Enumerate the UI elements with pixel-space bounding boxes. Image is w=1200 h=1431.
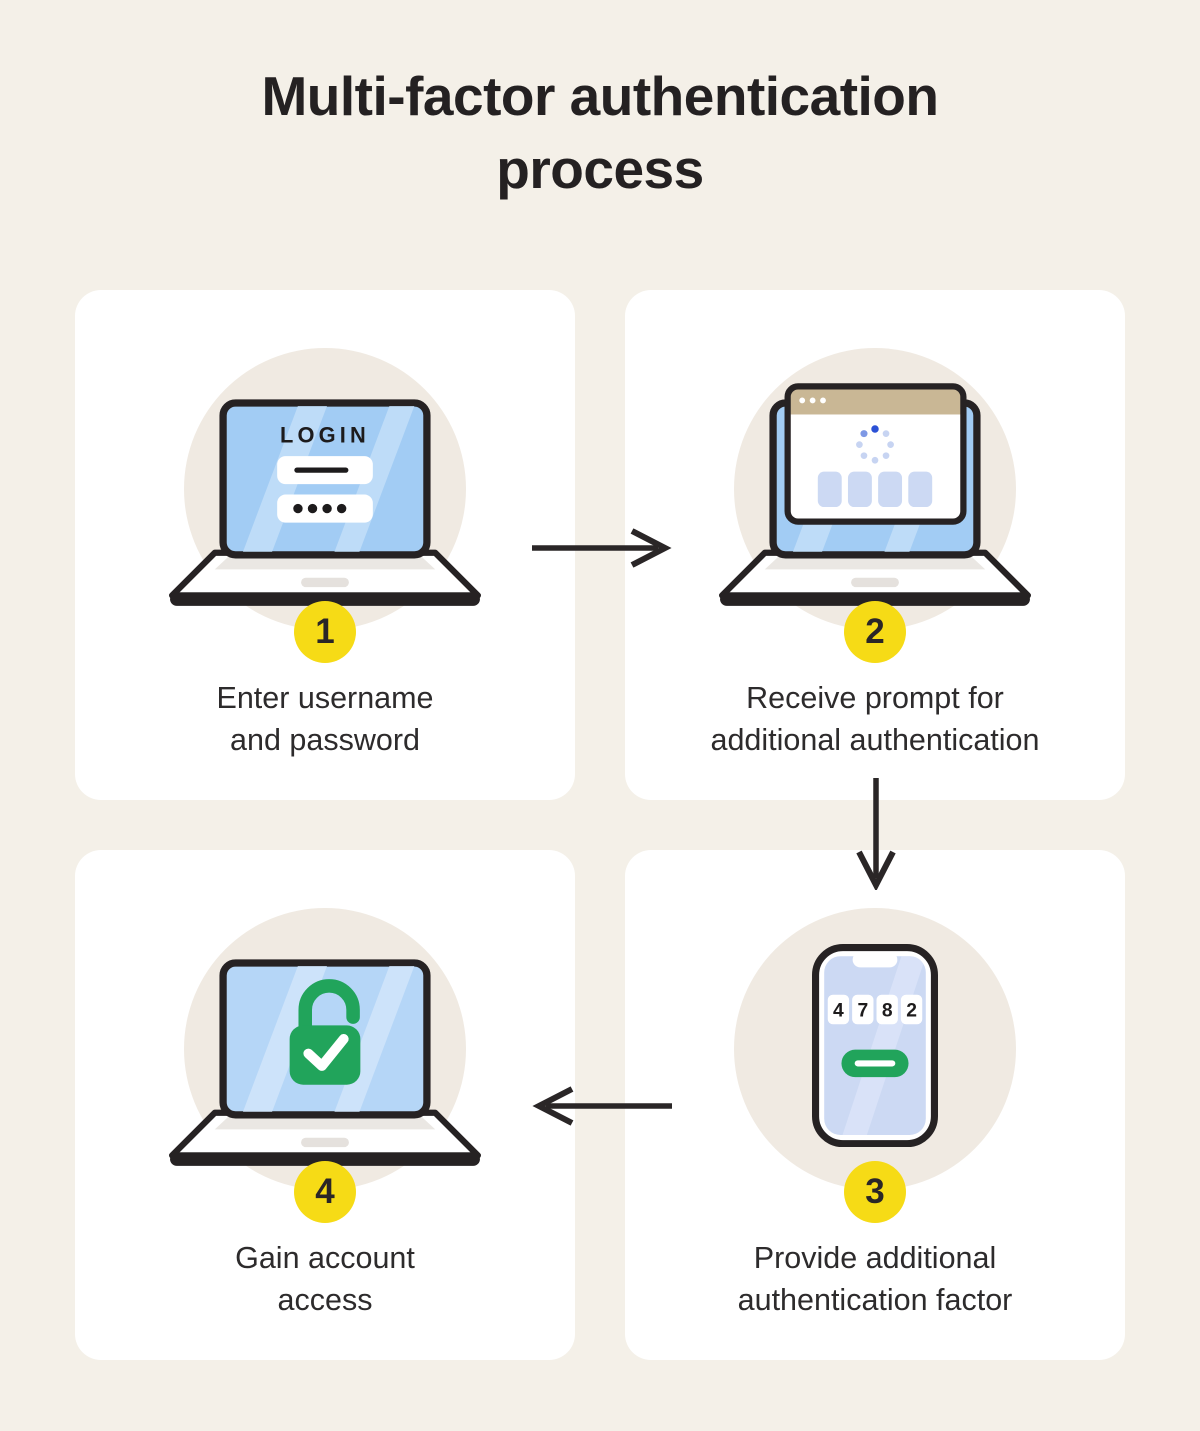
phone-notch (852, 952, 898, 968)
step-card-3: 4 7 8 2 3 Provide additional authenticati… (625, 850, 1125, 1360)
laptop-browser-loading-icon (719, 383, 1031, 606)
arrow-right-icon (532, 528, 672, 568)
step-1-caption: Enter username and password (75, 677, 575, 761)
laptop-base-shadow (214, 555, 436, 570)
step-4-badge: 4 (294, 1161, 356, 1223)
step-card-1: LOGIN 1 Enter username and password (75, 290, 575, 800)
code-digit: 2 (906, 1001, 917, 1022)
code-digit: 4 (833, 1001, 844, 1022)
arrow-down-icon (856, 778, 896, 890)
step-2-caption: Receive prompt for additional authenticat… (625, 677, 1125, 761)
code-digit: 8 (882, 1001, 893, 1022)
step-number: 2 (865, 612, 885, 651)
laptop-login-icon: LOGIN (169, 399, 481, 606)
step-3-caption: Provide additional authentication factor (625, 1237, 1125, 1321)
step-2-badge: 2 (844, 601, 906, 663)
username-field (277, 456, 373, 485)
password-field (277, 494, 373, 523)
caption-line: Gain account (235, 1241, 415, 1275)
caption-line: and password (230, 723, 420, 758)
step-3-badge: 3 (844, 1161, 906, 1223)
laptop-bottom-bar (170, 592, 480, 606)
laptop-trackpad-notch (851, 577, 899, 588)
page-title: Multi-factor authentication process (261, 65, 939, 201)
laptop-base-shadow (214, 1115, 436, 1130)
caption-line: additional authentication (710, 723, 1040, 758)
code-digit: 7 (857, 1001, 868, 1022)
spinner-icon (856, 425, 894, 464)
phone-passcode-icon: 4 7 8 2 (812, 944, 938, 1148)
step-card-4: 4 Gain account access (75, 850, 575, 1360)
submit-button (841, 1049, 909, 1078)
caption-line: Receive prompt for (746, 681, 1004, 715)
laptop-trackpad-notch (301, 1137, 349, 1148)
caption-line: authentication factor (737, 1283, 1013, 1318)
laptop-base-shadow (764, 555, 986, 570)
arrow-left-icon (532, 1086, 672, 1126)
laptop-trackpad-notch (301, 577, 349, 588)
laptop-unlocked-icon (169, 959, 481, 1166)
step-number: 3 (865, 1172, 885, 1211)
step-4-caption: Gain account access (75, 1237, 575, 1321)
laptop-bottom-bar (720, 592, 1030, 606)
caption-line: access (277, 1283, 373, 1318)
caption-line: Enter username (216, 681, 434, 715)
caption-line: Provide additional (753, 1241, 997, 1275)
browser-title-bar (787, 386, 964, 415)
browser-window (784, 383, 967, 525)
step-number: 1 (315, 612, 335, 651)
step-1-badge: 1 (294, 601, 356, 663)
login-screen-label: LOGIN (280, 423, 370, 448)
padlock-open-icon (289, 979, 361, 1085)
passcode-digits: 4 7 8 2 (827, 994, 923, 1025)
laptop-bottom-bar (170, 1152, 480, 1166)
code-input-boxes (817, 471, 933, 508)
step-number: 4 (315, 1172, 335, 1211)
step-card-2: 2 Receive prompt for additional authentic… (625, 290, 1125, 800)
